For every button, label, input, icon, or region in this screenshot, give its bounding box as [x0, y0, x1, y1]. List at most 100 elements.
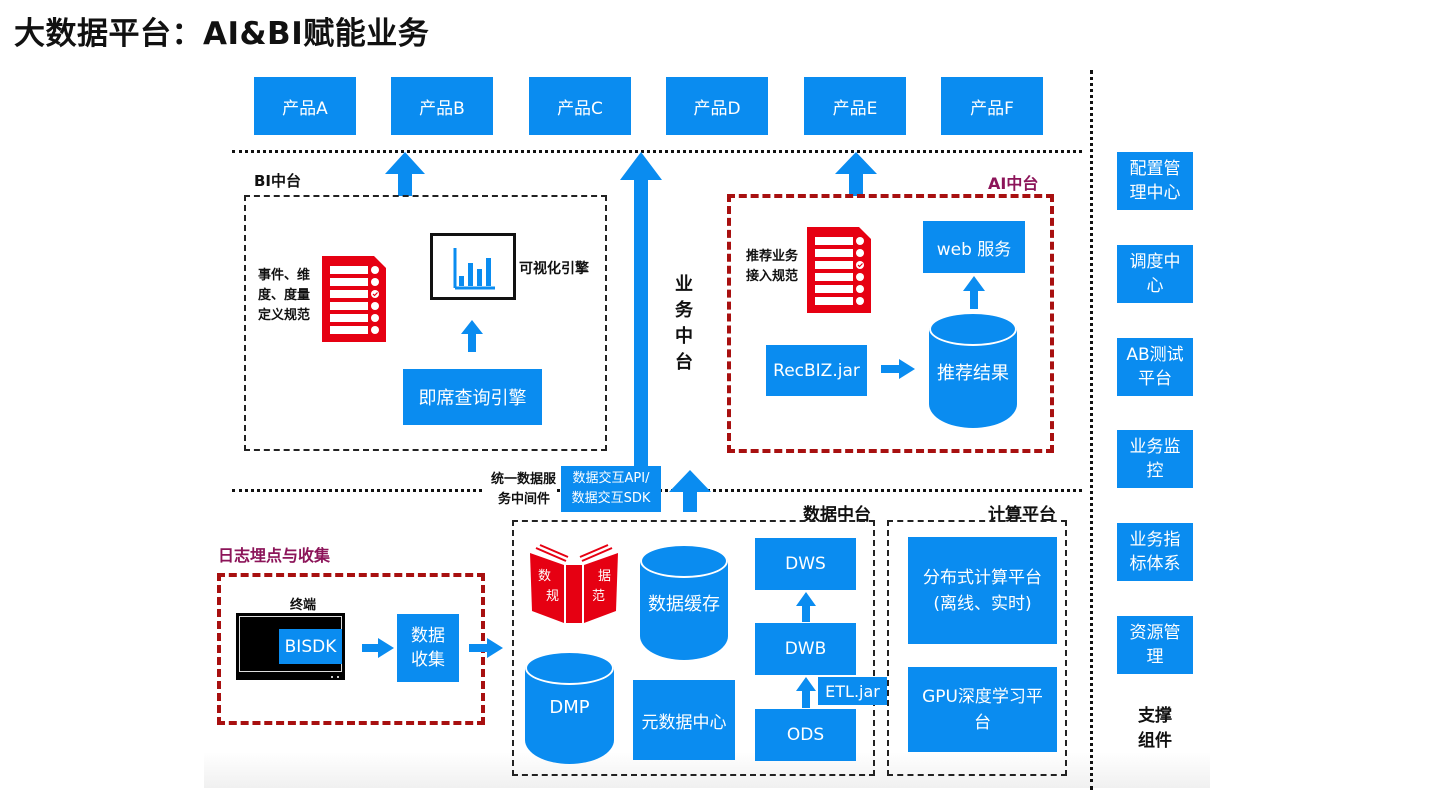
label-line: 控: [1146, 461, 1164, 481]
arrow-up-icon: [796, 677, 816, 708]
recommend-result-database[interactable]: 推荐结果: [929, 312, 1017, 428]
arrow-right-icon: [881, 359, 915, 379]
label-char: 务: [675, 300, 693, 321]
label-line: 业务指: [1129, 530, 1181, 550]
middleware-label: 统一数据服 务中间件: [484, 470, 556, 510]
ods-layer[interactable]: ODS: [755, 709, 856, 761]
data-spec-book-icon: 数 据 规 范: [530, 543, 618, 623]
label-line: 数据: [411, 626, 445, 646]
adhoc-query-engine[interactable]: 即席查询引擎: [403, 369, 542, 425]
distributed-compute-platform[interactable]: 分布式计算平台 (离线、实时): [908, 537, 1057, 644]
separator-support: [1090, 70, 1093, 790]
label-line: 统一数据服: [490, 472, 556, 487]
arrow-right-icon: [469, 638, 503, 658]
arrow-up-icon: [461, 320, 483, 352]
label-line: 事件、维: [258, 268, 311, 283]
product-c[interactable]: 产品C: [529, 77, 631, 135]
product-d[interactable]: 产品D: [666, 77, 768, 135]
label-line: 台: [974, 712, 991, 733]
label-line: 度、度量: [258, 288, 311, 303]
ai-platform-box: [727, 194, 1054, 453]
label-char: 台: [675, 352, 693, 373]
arrow-up-icon: [835, 152, 877, 196]
label-line: 务中间件: [497, 492, 550, 507]
data-cache-label: 数据缓存: [648, 594, 720, 615]
business-platform-label: 业 务 中 台: [672, 272, 696, 376]
arrow-up-icon: [963, 276, 985, 309]
bi-platform-title: BI中台: [254, 172, 302, 190]
data-cache-database[interactable]: 数据缓存: [640, 544, 728, 660]
support-config-center[interactable]: 配置管 理中心: [1117, 152, 1193, 210]
label-line: 业务监: [1129, 437, 1181, 457]
ai-platform-title: AI中台: [988, 174, 1039, 193]
label-line: 心: [1146, 276, 1164, 296]
api-line: 数据交互API/: [572, 471, 650, 486]
label-line: 组件: [1138, 731, 1172, 751]
label-line: (离线、实时): [933, 593, 1032, 614]
bi-platform-box: [244, 195, 607, 451]
compute-platform-box: [887, 520, 1067, 776]
checklist-document-icon: [322, 256, 386, 342]
product-a[interactable]: 产品A: [254, 77, 356, 135]
arrow-up-icon: [796, 592, 816, 622]
ai-spec-label: 推荐业务 接入规范: [746, 247, 798, 287]
label-line: 理中心: [1129, 183, 1181, 203]
support-resource-management[interactable]: 资源管 理: [1117, 616, 1193, 674]
terminal-label: 终端: [290, 598, 317, 613]
label-line: 分布式计算平台: [923, 567, 1042, 588]
label-line: 平台: [1138, 369, 1172, 389]
book-char: 规: [546, 589, 560, 604]
support-scheduling-center[interactable]: 调度中 心: [1117, 245, 1193, 303]
metadata-center[interactable]: 元数据中心: [633, 680, 735, 760]
label-line: 推荐业务: [746, 249, 799, 264]
checklist-document-icon: [807, 227, 871, 313]
page-title: 大数据平台：AI&BI赋能业务: [14, 16, 430, 52]
etl-jar[interactable]: ETL.jar: [818, 677, 887, 705]
product-e[interactable]: 产品E: [804, 77, 906, 135]
web-service[interactable]: web 服务: [923, 221, 1025, 273]
label-char: 业: [675, 274, 693, 295]
label-line: 定义规范: [258, 308, 311, 323]
label-char: 中: [675, 326, 693, 347]
arrow-up-icon: [385, 152, 425, 196]
log-collection-title: 日志埋点与收集: [218, 546, 331, 565]
dws-layer[interactable]: DWS: [755, 538, 856, 590]
arrow-up-icon: [669, 470, 711, 512]
visual-engine-label: 可视化引擎: [519, 261, 589, 277]
dwb-layer[interactable]: DWB: [755, 623, 856, 675]
product-b[interactable]: 产品B: [391, 77, 493, 135]
api-line: 数据交互SDK: [571, 491, 651, 506]
book-char: 据: [598, 569, 612, 584]
data-platform-box: [512, 520, 875, 776]
book-char: 范: [592, 589, 606, 604]
gpu-deep-learning-platform[interactable]: GPU深度学习平 台: [908, 667, 1057, 752]
label-line: 资源管: [1129, 623, 1181, 643]
support-components-label: 支撑 组件: [1117, 704, 1193, 754]
label-line: 支撑: [1138, 706, 1172, 726]
book-char: 数: [538, 569, 552, 584]
support-business-monitoring[interactable]: 业务监 控: [1117, 430, 1193, 488]
label-line: AB测试: [1126, 345, 1184, 365]
label-line: GPU深度学习平: [922, 686, 1043, 707]
dmp-label: DMP: [549, 697, 590, 718]
label-line: 接入规范: [746, 269, 799, 284]
recommend-result-label: 推荐结果: [937, 363, 1009, 384]
bisdk[interactable]: BISDK: [279, 629, 342, 664]
label-line: 配置管: [1129, 159, 1181, 179]
dmp-database[interactable]: DMP: [525, 651, 614, 764]
business-arrow-up-icon: [620, 152, 662, 470]
label-line: 收集: [411, 650, 445, 670]
support-business-metrics[interactable]: 业务指 标体系: [1117, 523, 1193, 581]
separator-products: [232, 150, 1082, 153]
data-collection[interactable]: 数据 收集: [397, 614, 459, 682]
recbiz-jar[interactable]: RecBIZ.jar: [766, 345, 867, 396]
data-api-sdk[interactable]: 数据交互API/ 数据交互SDK: [561, 466, 661, 512]
label-line: 调度中: [1129, 252, 1181, 272]
arrow-right-icon: [362, 638, 394, 658]
bi-spec-label: 事件、维 度、度量 定义规范: [258, 266, 310, 326]
product-f[interactable]: 产品F: [941, 77, 1043, 135]
visualization-monitor-icon: [430, 233, 516, 300]
support-ab-test-platform[interactable]: AB测试 平台: [1117, 338, 1193, 396]
label-line: 理: [1146, 647, 1164, 667]
label-line: 标体系: [1129, 554, 1181, 574]
